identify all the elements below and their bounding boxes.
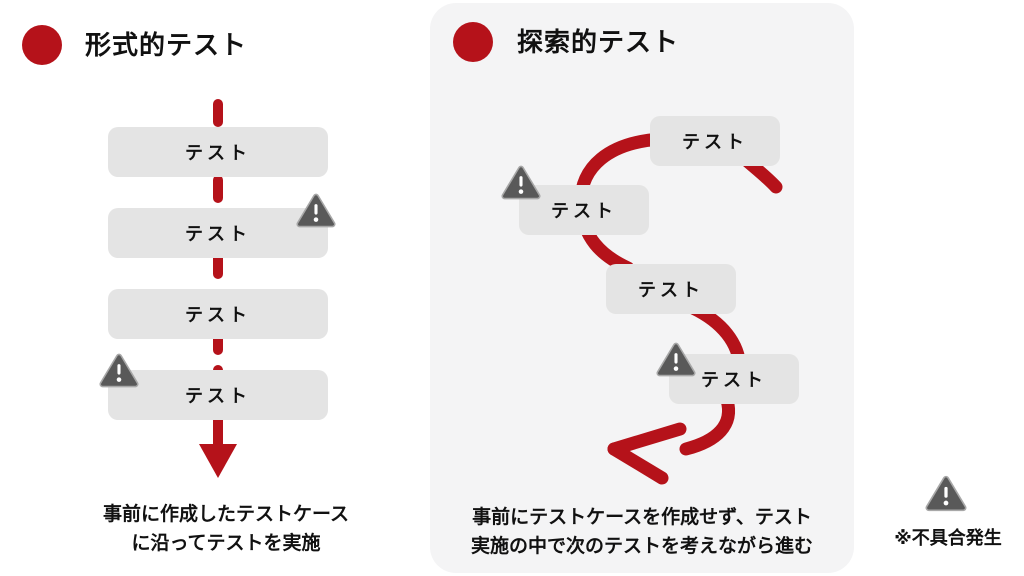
formal-test-step-box-2: テスト <box>108 208 328 258</box>
warning-icon <box>656 342 696 377</box>
warning-icon <box>296 193 336 228</box>
exploratory-caption-line-2: 実施の中で次のテストを考えながら進む <box>470 536 813 557</box>
formal-section-bullet-icon <box>22 25 62 65</box>
warning-icon <box>925 475 967 512</box>
formal-test-step-box-4: テスト <box>108 370 328 420</box>
exploratory-section-caption: 事前にテストケースを作成せず、テスト 実施の中で次のテストを考えながら進む <box>442 503 842 561</box>
warning-icon <box>501 165 541 200</box>
exploratory-test-step-box-1: テスト <box>650 116 780 166</box>
formal-caption-line-2: に沿ってテストを実施 <box>131 533 321 554</box>
formal-section-caption: 事前に作成したテストケース に沿ってテストを実施 <box>56 500 396 558</box>
formal-test-step-box-3: テスト <box>108 289 328 339</box>
warning-icon <box>99 353 139 388</box>
exploratory-section-bullet-icon <box>453 22 493 62</box>
formal-section-title: 形式的テスト <box>85 30 248 60</box>
exploratory-section-title: 探索的テスト <box>517 27 680 57</box>
exploratory-caption-line-1: 事前にテストケースを作成せず、テスト <box>472 507 812 528</box>
exploratory-test-step-box-3: テスト <box>606 264 736 314</box>
formal-test-step-box-1: テスト <box>108 127 328 177</box>
legend-label: ※不具合発生 <box>894 528 1002 548</box>
formal-caption-line-1: 事前に作成したテストケース <box>102 504 350 525</box>
